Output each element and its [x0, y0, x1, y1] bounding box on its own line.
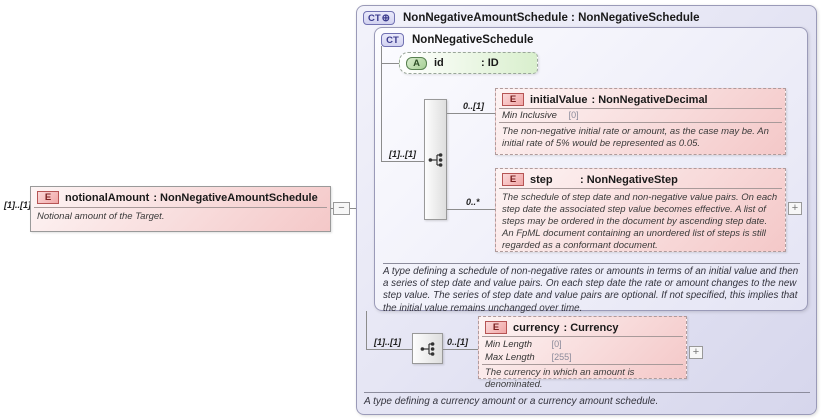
cardinality-label: [1]..[1] — [4, 200, 31, 210]
element-type: : Currency — [563, 321, 619, 334]
connector-line — [366, 311, 367, 349]
connector-line — [447, 209, 495, 210]
divider — [364, 392, 810, 393]
facet-value: [0] — [551, 339, 562, 349]
facet-value: [255] — [551, 352, 572, 362]
attribute-type: : ID — [481, 57, 499, 69]
element-icon: E — [485, 321, 507, 334]
facet-row: Max Length [255] — [479, 351, 686, 364]
attribute-icon: A — [406, 56, 427, 70]
sequence-icon — [428, 152, 442, 167]
element-name: initialValue — [530, 93, 588, 106]
element-icon: E — [37, 191, 59, 204]
facet-name: Min Inclusive — [502, 110, 557, 121]
element-name: step — [530, 173, 553, 186]
element-doc: The schedule of step date and non-negati… — [502, 192, 778, 251]
element-step[interactable]: E step : NonNegativeStep The schedule of… — [495, 168, 786, 252]
connector-line — [366, 349, 412, 350]
divider — [499, 122, 782, 123]
divider — [499, 108, 782, 109]
ct-icon: CT — [381, 33, 404, 47]
complextype-derived-icon: CT⊕ — [363, 11, 395, 25]
sequence-icon — [420, 341, 434, 356]
cardinality-label: 0..[1] — [447, 337, 469, 347]
element-icon: E — [502, 173, 524, 186]
connector-line — [381, 46, 382, 161]
plus-circle-icon: ⊕ — [381, 12, 391, 24]
facet-value: [0] — [568, 110, 579, 120]
attribute-name: id — [434, 57, 444, 69]
facet-row: Min Inclusive [0] — [496, 109, 785, 122]
cardinality-label: [1]..[1] — [374, 337, 401, 347]
element-icon: E — [502, 93, 524, 106]
divider — [499, 188, 782, 189]
connector-line — [443, 349, 478, 350]
ct-badge-label: CT — [367, 12, 381, 24]
complextype-title: NonNegativeAmountSchedule : NonNegativeS… — [403, 12, 700, 24]
facet-row: Min Length [0] — [479, 337, 686, 351]
facet-name: Max Length — [485, 352, 535, 363]
element-type: : NonNegativeStep — [580, 173, 678, 186]
element-type: : NonNegativeDecimal — [591, 93, 708, 106]
connector-line — [381, 63, 399, 64]
element-name: notionalAmount — [65, 191, 150, 204]
sequence-connector — [424, 99, 447, 220]
element-initialValue[interactable]: E initialValue : NonNegativeDecimal Min … — [495, 88, 786, 155]
expand-button[interactable]: + — [788, 202, 802, 215]
connector-line — [447, 113, 495, 114]
facet-name: Min Length — [485, 339, 533, 350]
collapse-button[interactable]: − — [333, 202, 350, 215]
element-doc: The non-negative initial rate or amount,… — [502, 126, 769, 149]
divider — [482, 364, 683, 365]
connector-line — [381, 161, 424, 162]
divider — [383, 263, 800, 264]
cardinality-label: [1]..[1] — [389, 149, 416, 159]
element-notionalAmount[interactable]: E notionalAmount : NonNegativeAmountSche… — [30, 186, 331, 232]
cardinality-label: 0..[1] — [463, 101, 485, 111]
complextype-doc: A type defining a currency amount or a c… — [364, 396, 659, 407]
attribute-id[interactable]: A id : ID — [399, 52, 538, 74]
divider — [34, 207, 327, 208]
element-currency[interactable]: E currency : Currency Min Length [0] Max… — [478, 316, 687, 390]
divider — [482, 336, 683, 337]
element-doc: Notional amount of the Target. — [37, 211, 165, 222]
sequence-connector — [412, 333, 443, 364]
expand-button[interactable]: + — [689, 346, 703, 359]
cardinality-label: 0..* — [466, 197, 480, 207]
basetype-doc: A type defining a schedule of non-negati… — [383, 266, 799, 314]
element-type: : NonNegativeAmountSchedule — [153, 191, 318, 204]
basetype-title: NonNegativeSchedule — [412, 34, 534, 46]
element-name: currency — [513, 321, 560, 334]
element-doc: The currency in which an amount is denom… — [485, 367, 635, 390]
